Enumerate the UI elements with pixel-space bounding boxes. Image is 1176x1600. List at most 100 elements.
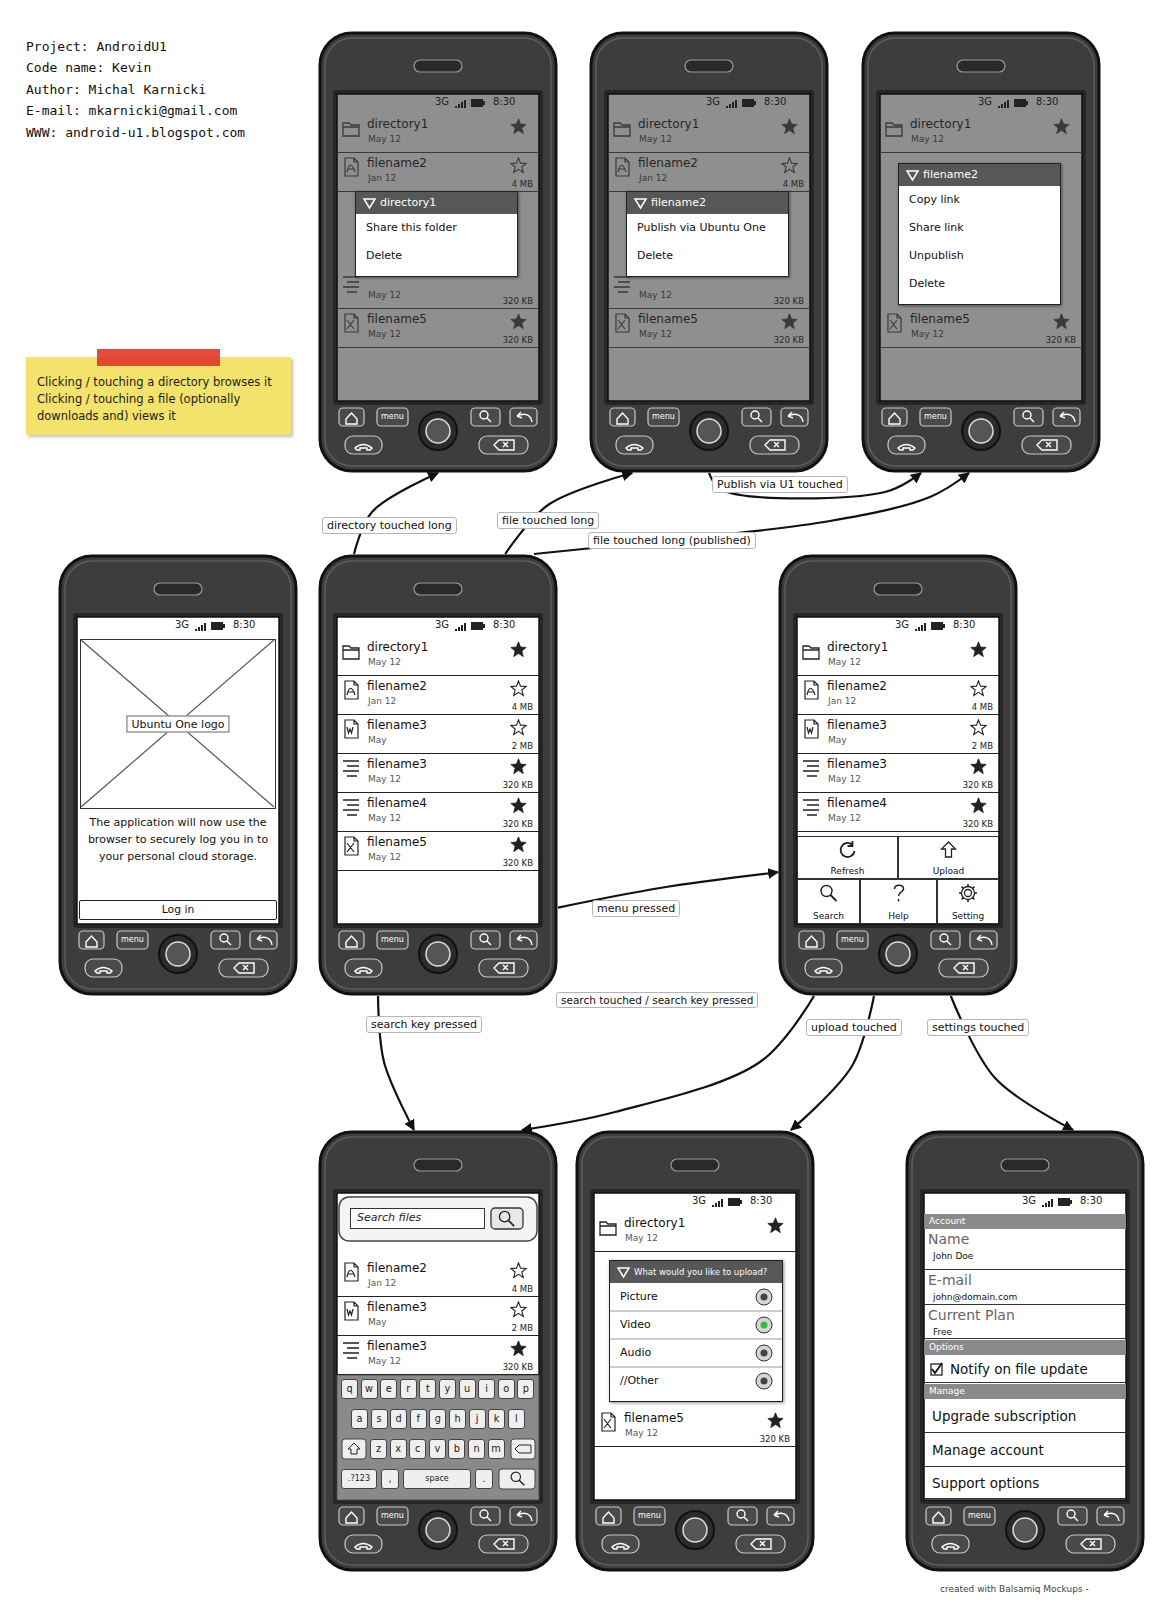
- node-text: What would you like to upload?: [634, 1261, 767, 1283]
- node-text: directory1: [367, 117, 428, 131]
- node-text: 3G: [435, 619, 449, 630]
- shape: [899, 164, 1060, 186]
- node-text: Support options: [932, 1468, 1039, 1498]
- edge-label: upload touched: [806, 1019, 902, 1036]
- node-text: Name: [928, 1231, 969, 1247]
- phone-mockup: 3G8:30menuAccountNameJohn DoeE-mailjohn@…: [905, 1130, 1145, 1572]
- node-text: menu: [634, 1507, 665, 1525]
- icon: [713, 1198, 742, 1207]
- node-text: g: [430, 1410, 445, 1428]
- keyboard-key: u: [459, 1379, 476, 1399]
- node-text: filename5: [367, 835, 427, 849]
- node-text: May 12: [625, 1233, 658, 1243]
- node-text: 320 KB: [963, 819, 993, 829]
- icon: [971, 681, 986, 696]
- keyboard-key: .?123: [341, 1469, 377, 1489]
- node-text: x: [391, 1440, 406, 1458]
- node-text: filename3: [367, 718, 427, 732]
- flow-arrow: [505, 473, 632, 554]
- node-text: Delete: [637, 242, 673, 270]
- header-note: Author: Michal Karnicki: [26, 82, 206, 97]
- file-row: filename2Jan 124 MB: [337, 676, 539, 715]
- node-text: 8:30: [1080, 1195, 1102, 1206]
- backspace-icon: [515, 1445, 531, 1453]
- node-text: May 12: [911, 329, 944, 339]
- radio-button: [756, 1373, 772, 1389]
- node-text: filename3: [827, 718, 887, 732]
- node-text: Upload: [899, 866, 998, 876]
- node-text: May 12: [368, 134, 401, 144]
- node-text: p: [518, 1380, 533, 1398]
- icon: [343, 1343, 359, 1358]
- image-placeholder: Ubuntu One logo: [80, 639, 276, 809]
- node-text: 8:30: [764, 96, 786, 107]
- node-text: menu: [377, 408, 408, 426]
- node-text: 3G: [978, 96, 992, 107]
- node-text: 3G: [706, 96, 720, 107]
- node-text: filename2: [367, 1261, 427, 1275]
- keyboard-key: q: [341, 1379, 358, 1399]
- context-menu: filename2Copy linkShare linkUnpublishDel…: [898, 163, 1061, 305]
- icon: [320, 33, 556, 471]
- node-text: Manage account: [932, 1434, 1044, 1466]
- node-text: //Other: [620, 1367, 659, 1395]
- node-text: filename3: [367, 757, 427, 771]
- node-text: Jan 12: [368, 173, 396, 183]
- triangle-icon: [618, 1268, 629, 1277]
- node-text: May 12: [368, 657, 401, 667]
- node-text: Audio: [620, 1339, 651, 1367]
- shape: [594, 1193, 796, 1500]
- icon: [602, 1413, 615, 1431]
- node-text: b: [449, 1440, 464, 1458]
- node-text: r: [401, 1380, 416, 1398]
- icon: [727, 99, 756, 108]
- settings-item: Support options: [924, 1468, 1126, 1499]
- flow-arrow: [378, 996, 414, 1130]
- node-text: Notify on file update: [950, 1356, 1088, 1382]
- node-text: space: [404, 1470, 470, 1488]
- node-text: E-mail: [928, 1272, 972, 1288]
- icon: [345, 314, 358, 332]
- file-row: filename4May 12320 KB: [337, 793, 539, 832]
- icon: [511, 642, 526, 657]
- node-text: May: [828, 735, 847, 745]
- file-row: filename5May 12320 KB: [337, 309, 539, 348]
- node-text: Log in: [80, 901, 276, 918]
- icon: [782, 314, 797, 329]
- icon: [345, 1263, 358, 1281]
- node-text: Unpublish: [909, 242, 964, 270]
- node-text: menu: [377, 931, 408, 949]
- radio-button: [756, 1317, 772, 1333]
- node-text: filename5: [638, 312, 698, 326]
- keyboard-key: y: [439, 1379, 456, 1399]
- node-text: 2 MB: [512, 1323, 533, 1333]
- icon: [60, 556, 296, 994]
- icon: [782, 119, 797, 134]
- icon: [803, 800, 819, 815]
- node-text: Manage: [929, 1384, 965, 1399]
- node-text: q: [342, 1380, 357, 1398]
- flow-arrow: [558, 872, 778, 907]
- keyboard-key: g: [429, 1409, 446, 1429]
- node-text: m: [489, 1440, 504, 1458]
- node-text: Jan 12: [368, 696, 396, 706]
- radio-button: [756, 1289, 772, 1305]
- icon: [343, 800, 359, 815]
- node-text: Clicking / touching a file (optionally d…: [37, 391, 281, 425]
- node-text: Jan 12: [639, 173, 667, 183]
- icon: [196, 622, 225, 631]
- node-text: directory1: [380, 192, 436, 214]
- node-text: 320 KB: [1046, 335, 1076, 345]
- node-text: 4 MB: [783, 179, 804, 189]
- shape: [797, 617, 999, 924]
- node-text: d: [391, 1410, 406, 1428]
- node-text: 320 KB: [503, 819, 533, 829]
- flow-arrow: [951, 996, 1073, 1130]
- node-text: k: [489, 1410, 504, 1428]
- node-text: menu: [117, 931, 148, 949]
- settings-item: Upgrade subscription: [924, 1400, 1126, 1433]
- node-text: Copy link: [909, 186, 960, 214]
- icon: [511, 158, 526, 173]
- node-text: e: [381, 1380, 396, 1398]
- node-text: 8:30: [233, 619, 255, 630]
